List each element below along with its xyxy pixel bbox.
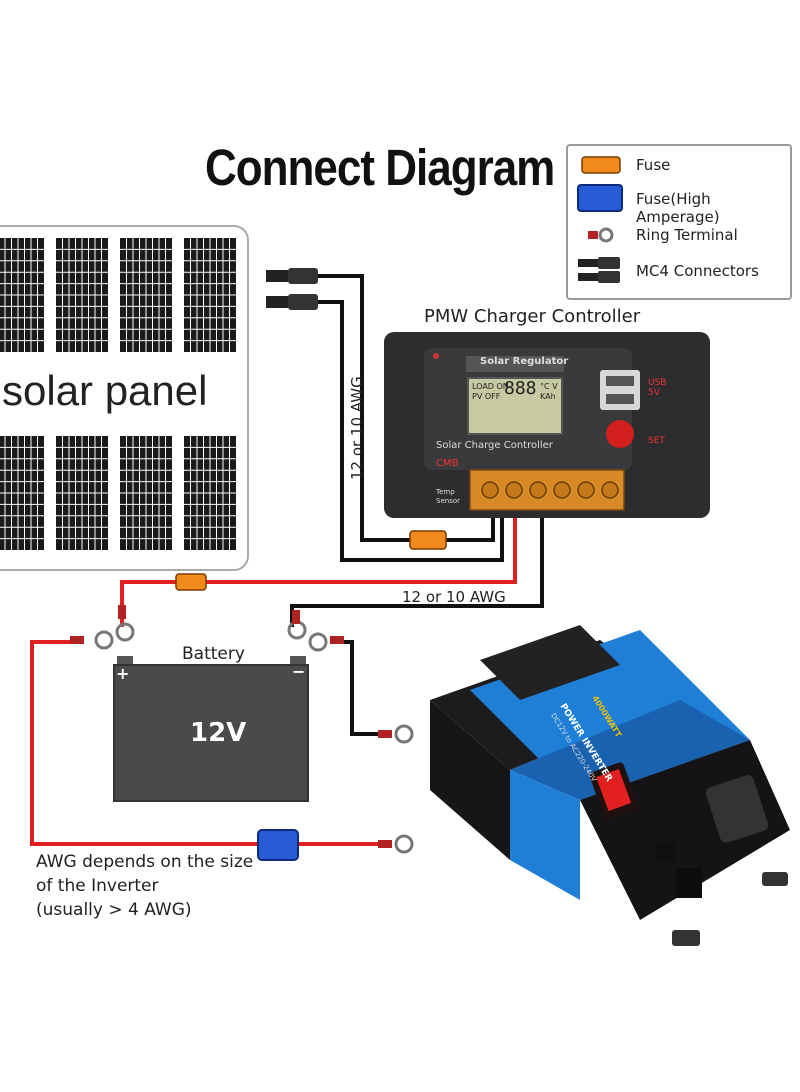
battery xyxy=(113,656,309,802)
solar-panel xyxy=(0,225,249,571)
fuse-icon xyxy=(175,530,447,591)
awg-note-line1: AWG depends on the size xyxy=(36,852,254,872)
legend: Fuse Fuse(High Amperage) Ring Terminal M… xyxy=(566,144,792,300)
high-amperage-fuse-icon xyxy=(257,829,299,861)
controller-top-label: Solar Regulator xyxy=(480,356,569,367)
wiring xyxy=(30,274,544,846)
terminal-screw xyxy=(481,481,499,499)
legend-item-fuse: Fuse xyxy=(636,156,671,174)
temp-sensor-label: Temp Sensor xyxy=(436,488,460,505)
power-inverter xyxy=(430,625,790,946)
battery-minus: − xyxy=(292,662,306,681)
battery-label: Battery xyxy=(182,644,245,664)
usb-label: USB 5V xyxy=(648,378,667,398)
battery-plus: + xyxy=(116,664,130,683)
ring-terminal-icon xyxy=(588,227,614,243)
awg-note-line2: of the Inverter xyxy=(36,876,159,896)
legend-icons xyxy=(577,156,623,283)
charge-controller xyxy=(384,332,710,518)
controller-model: CMB xyxy=(436,458,459,469)
battery-voltage: 12V xyxy=(190,718,247,748)
terminal-screw xyxy=(553,481,571,499)
wire-label-vertical: 12 or 10 AWG xyxy=(348,376,366,480)
set-label: SET xyxy=(648,436,665,446)
lcd-digits: 888 xyxy=(504,378,537,399)
page-title: Connect Diagram xyxy=(205,140,555,197)
controller-heading: PMW Charger Controller xyxy=(424,306,641,327)
lcd-status: LOAD ON PV OFF xyxy=(472,382,509,401)
lcd-units: °C V KAh xyxy=(540,382,558,401)
terminal-screw xyxy=(577,481,595,499)
mc4-connector-icon xyxy=(578,257,620,283)
legend-item-mc4: MC4 Connectors xyxy=(636,262,759,280)
fuse-icon xyxy=(581,156,621,174)
awg-note-line3: (usually > 4 AWG) xyxy=(36,900,192,920)
solar-panel-label: solar panel xyxy=(2,367,208,414)
legend-item-high-amperage-fuse: Fuse(High Amperage) xyxy=(636,190,720,226)
ring-terminal-icon xyxy=(70,605,414,854)
legend-item-ring-terminal: Ring Terminal xyxy=(636,226,738,244)
terminal-screw xyxy=(601,481,619,499)
controller-name: Solar Charge Controller xyxy=(436,440,553,451)
terminal-screw xyxy=(505,481,523,499)
wire-label-horizontal: 12 or 10 AWG xyxy=(402,588,506,606)
high-amperage-fuse-icon xyxy=(577,184,623,212)
terminal-screw xyxy=(529,481,547,499)
mc4-connector-icon xyxy=(266,268,318,310)
